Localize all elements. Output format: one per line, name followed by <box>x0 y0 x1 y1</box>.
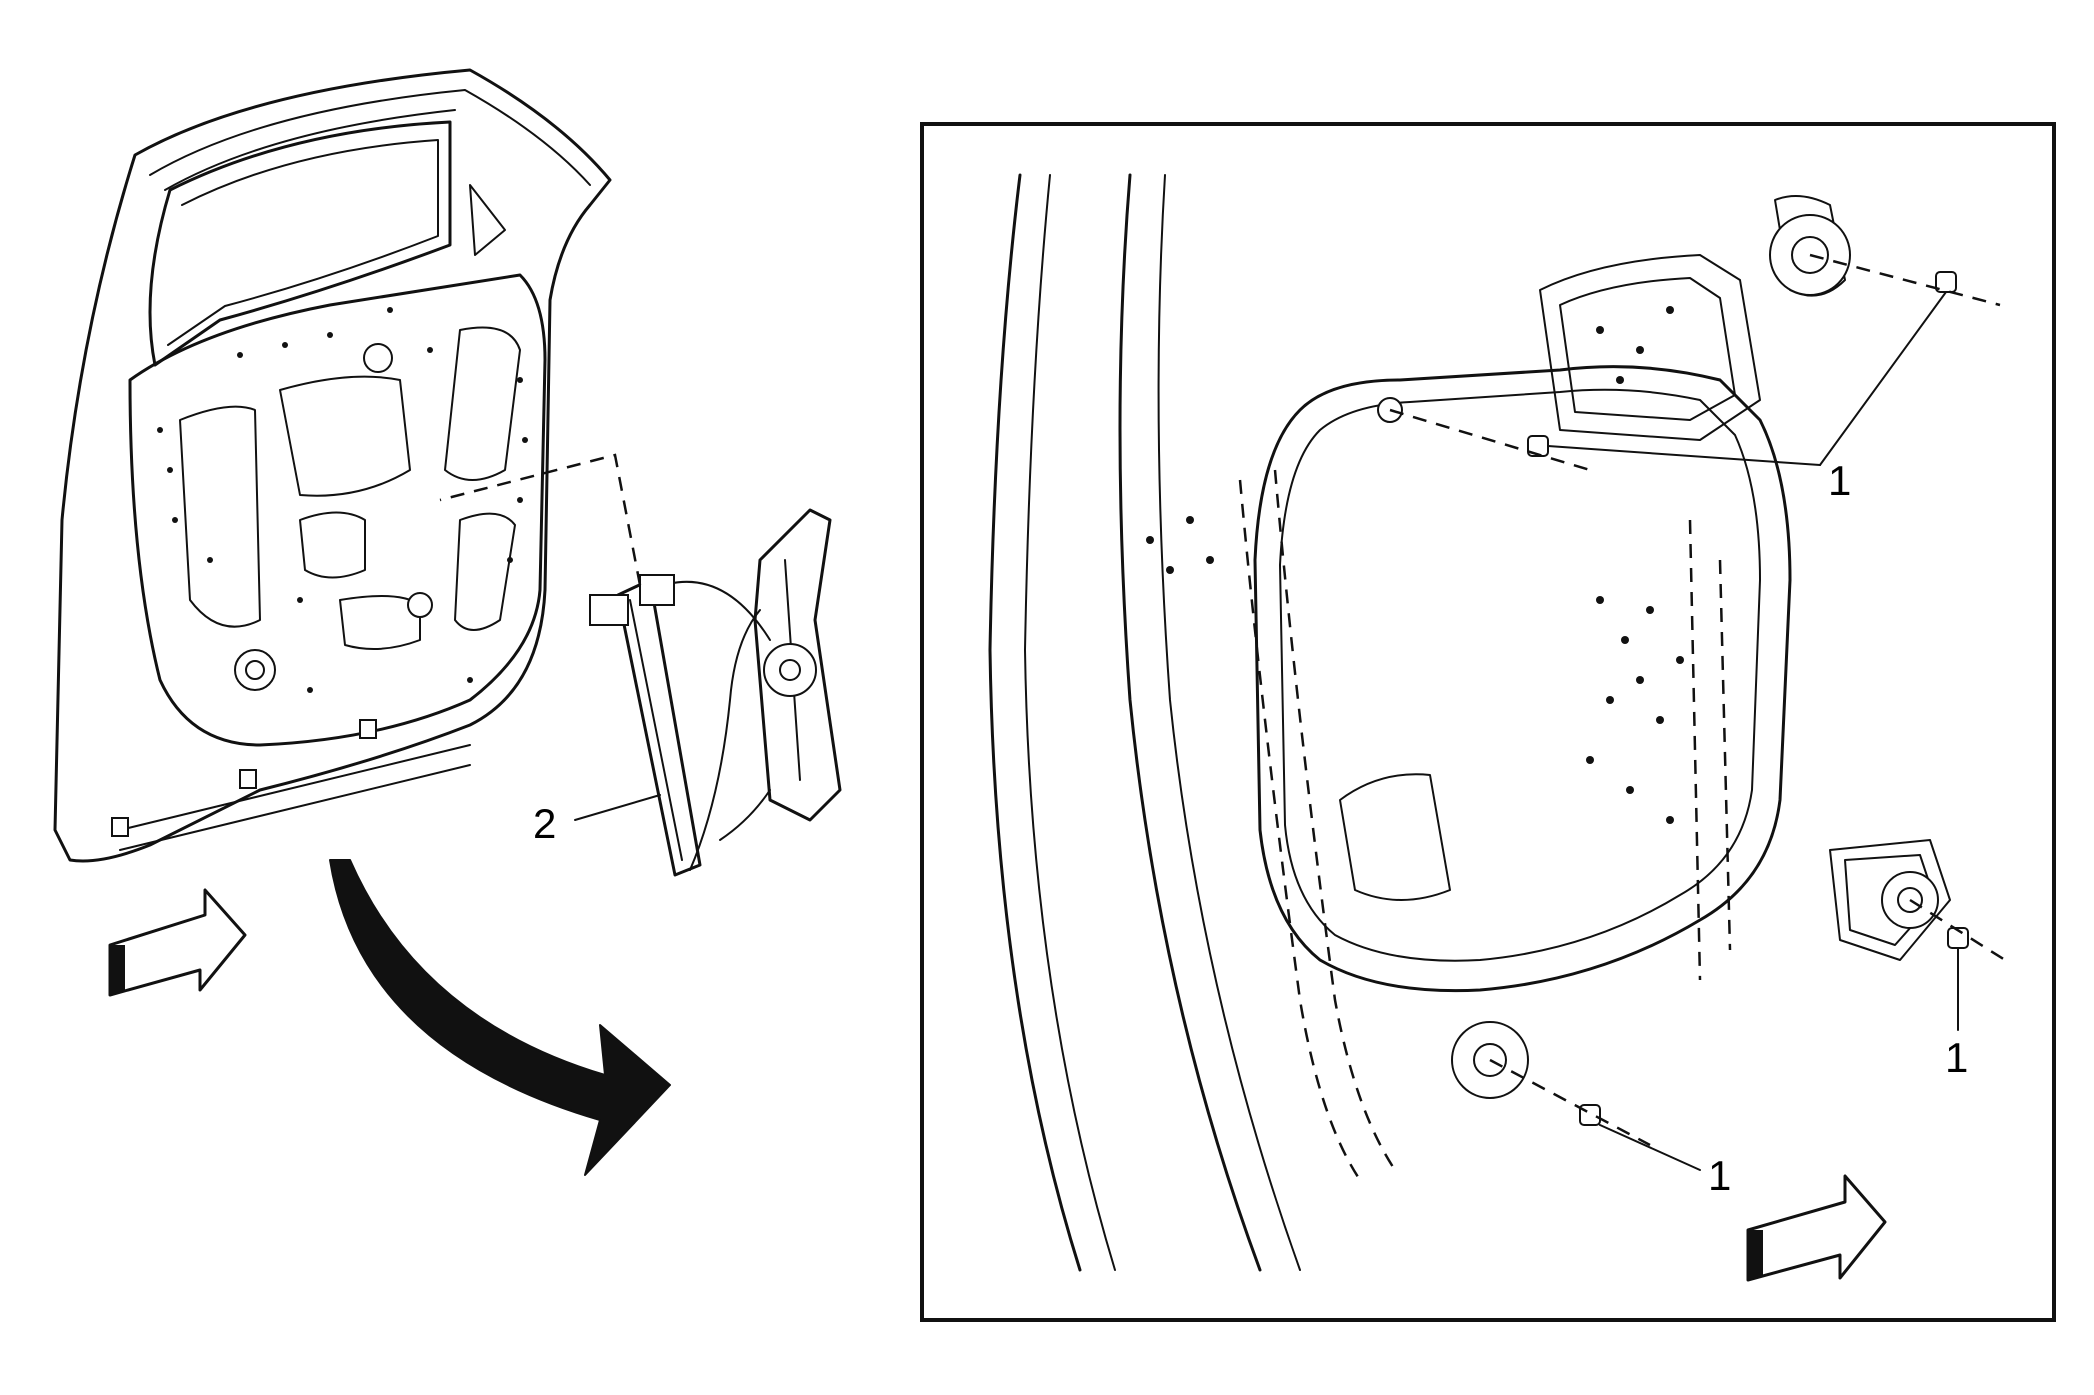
inner-panel-outline <box>1253 365 1792 993</box>
callout-fastener-upper: 1 <box>1828 457 1851 504</box>
door-overview <box>53 68 612 997</box>
detail-view: 1 1 1 <box>920 122 2056 1322</box>
callout-fastener-right: 1 <box>1945 1034 1968 1081</box>
door-inner-panel <box>128 273 547 747</box>
detail-view-frame <box>920 122 2056 1322</box>
wiring-harness-detail <box>1146 306 1732 1181</box>
callout-fastener-lower: 1 <box>1708 1152 1731 1199</box>
window-regulator-assembly: 2 <box>439 453 842 877</box>
zoom-transition-arrow <box>329 859 671 1176</box>
window-opening <box>148 120 452 367</box>
view-direction-arrow-right <box>1746 1174 1887 1282</box>
door-mounting-holes <box>157 307 528 693</box>
callout-regulator: 2 <box>533 800 556 847</box>
view-direction-arrow-left <box>108 888 247 997</box>
fastener-callouts: 1 1 1 <box>1547 291 1968 1199</box>
door-outer-panel <box>53 68 612 863</box>
regulator-rail-rear <box>753 508 842 822</box>
regulator-cable <box>649 580 771 871</box>
regulator-rail-front <box>616 578 702 877</box>
